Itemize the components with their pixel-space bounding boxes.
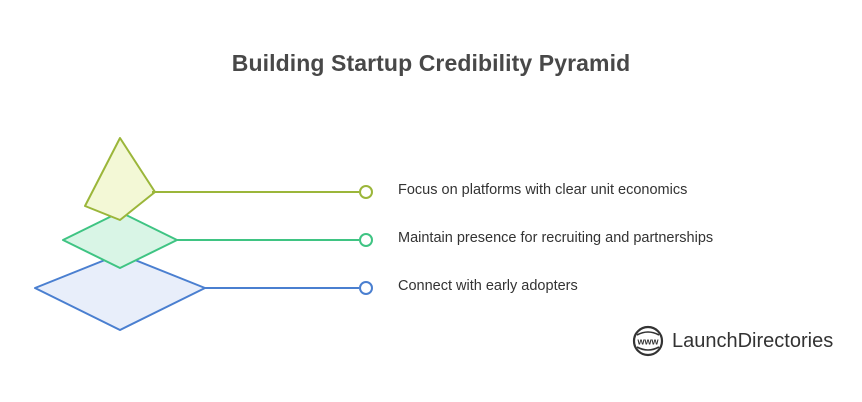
pyramid-level-top (84, 137, 156, 221)
pyramid-level-middle (62, 211, 178, 269)
brand-name: LaunchDirectories (672, 329, 834, 352)
brand-logo: www LaunchDirectories (632, 324, 833, 358)
level-label-bottom: Connect with early adopters (398, 278, 578, 294)
www-globe-icon: www (632, 325, 664, 357)
connector-dot-top (359, 185, 373, 199)
pyramid-level-bottom (34, 253, 206, 331)
connector-dot-bottom (359, 281, 373, 295)
level-label-top: Focus on platforms with clear unit econo… (398, 182, 688, 198)
svg-text:www: www (636, 337, 659, 347)
diagram-title: Building Startup Credibility Pyramid (231, 50, 631, 76)
level-label-middle: Maintain presence for recruiting and par… (398, 230, 714, 246)
connector-dot-middle (359, 233, 373, 247)
